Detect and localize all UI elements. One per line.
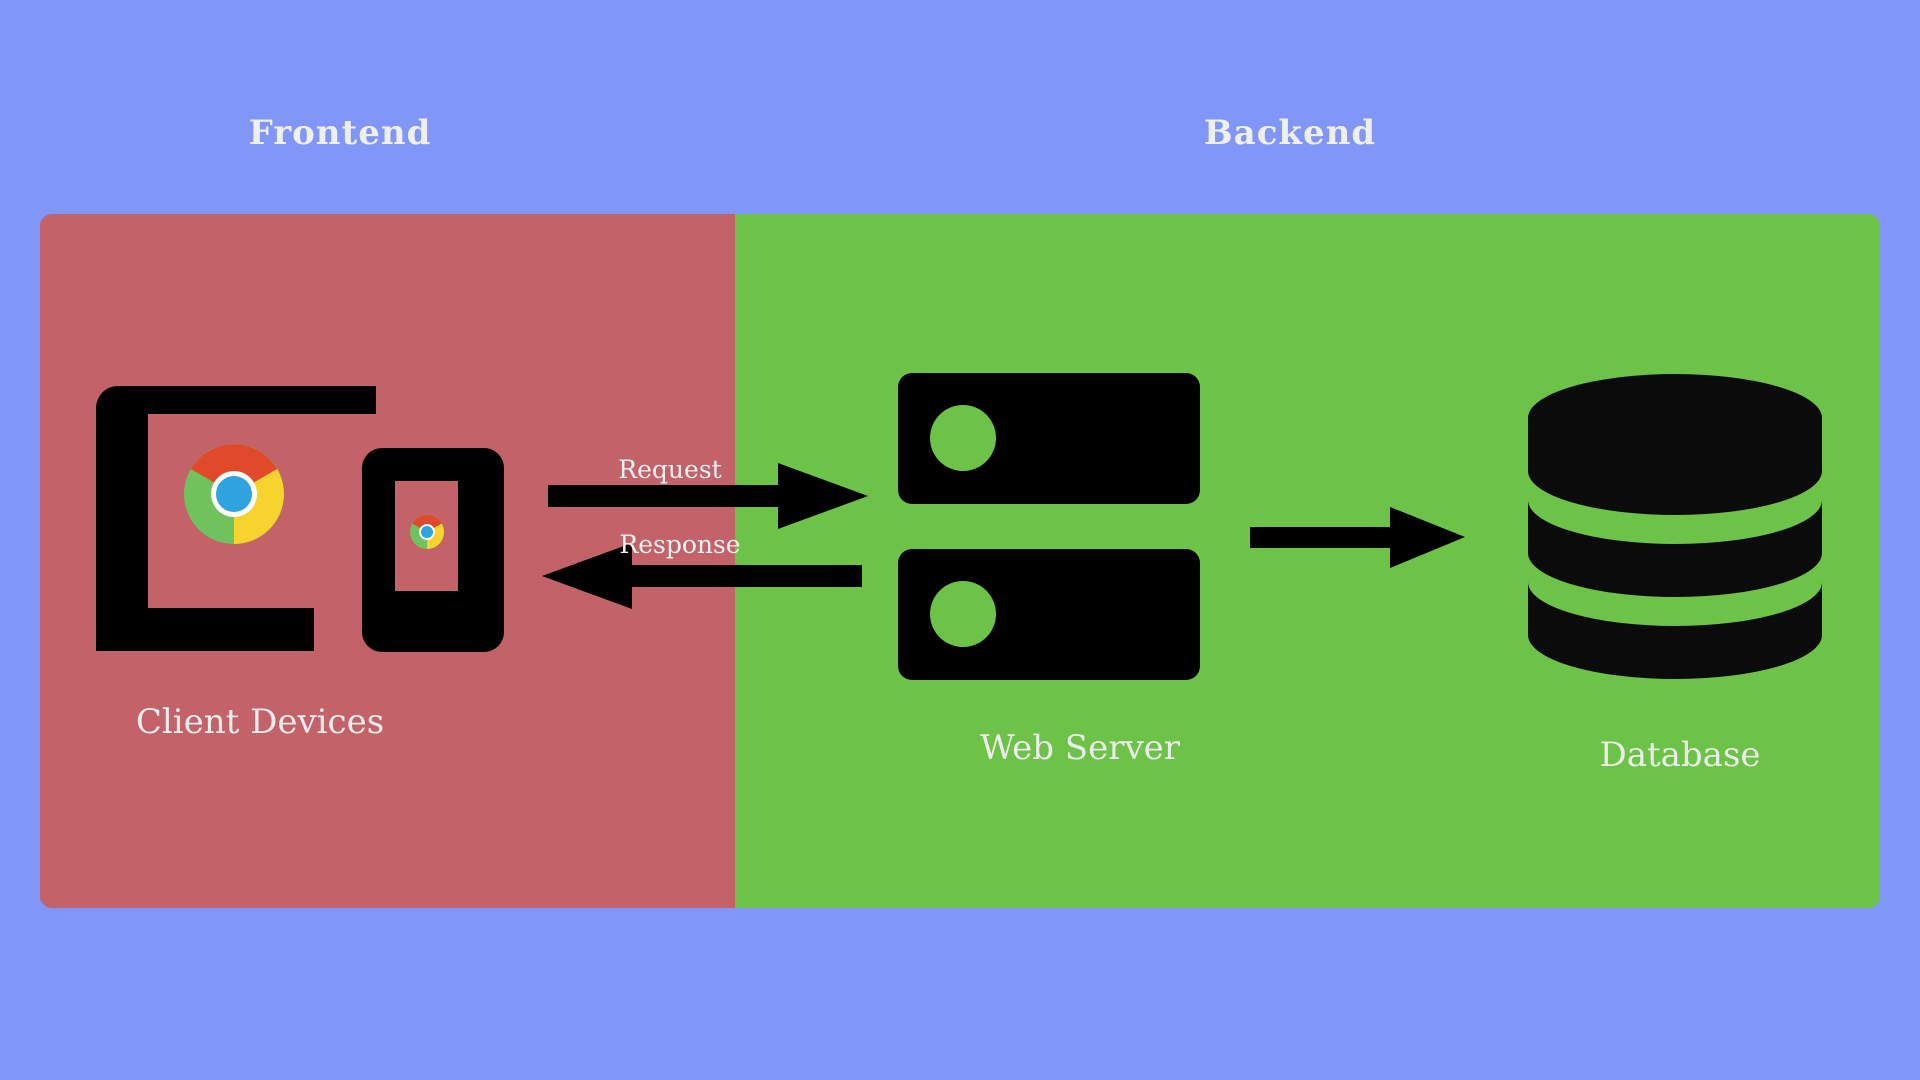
web-server-label: Web Server — [979, 728, 1181, 768]
request-arrow-icon — [548, 463, 868, 529]
server-to-database-arrow-icon — [1250, 507, 1465, 568]
response-arrow-icon — [542, 543, 862, 609]
laptop-icon — [96, 386, 376, 651]
phone-icon — [362, 448, 504, 652]
section-title-backend: Backend — [1203, 113, 1377, 153]
server-rack-icon — [898, 373, 1200, 680]
section-title-frontend: Frontend — [248, 113, 432, 153]
request-label: Request — [618, 455, 722, 484]
database-label: Database — [1599, 735, 1761, 775]
database-cylinder-icon — [1528, 374, 1822, 679]
client-devices-label: Client Devices — [135, 702, 385, 742]
response-label: Response — [619, 530, 741, 559]
